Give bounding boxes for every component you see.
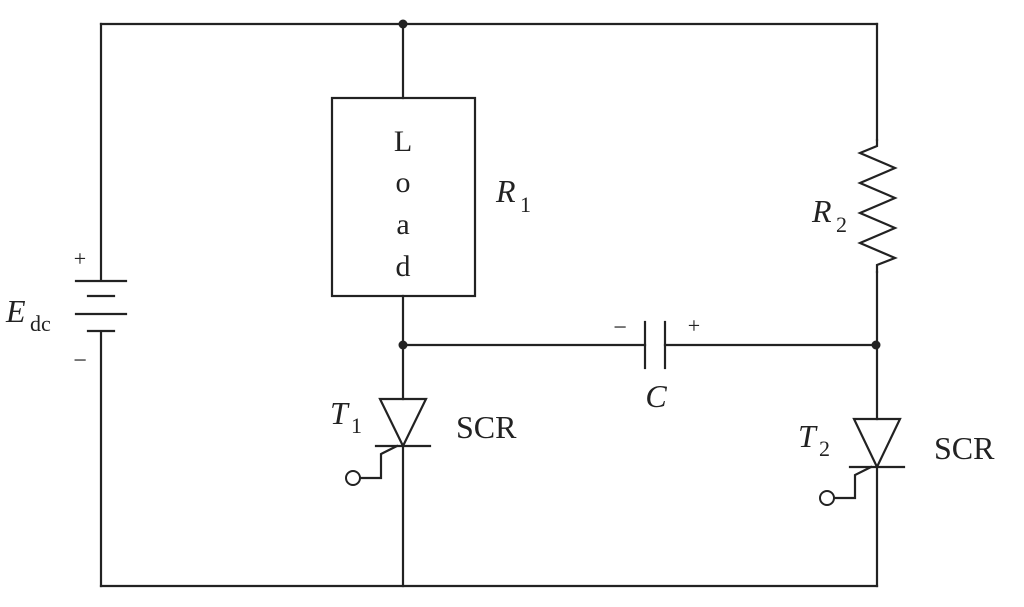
scr2-label-sub: 2: [819, 436, 830, 461]
battery-label-main: E: [5, 293, 26, 329]
load-resistor: L o a d R 1: [330, 96, 531, 298]
resistor-r2: R 2: [811, 138, 898, 274]
scr1-gate-terminal: [345, 470, 361, 486]
battery-label-sub: dc: [30, 311, 51, 336]
r2-label-main: R: [811, 193, 832, 229]
scr1-label-main: T: [330, 395, 350, 431]
load-resistance-label-sub: 1: [520, 192, 531, 217]
load-letter-4: d: [396, 250, 411, 283]
battery-plus-sign: +: [74, 246, 86, 271]
scr2-gate-lead: [833, 465, 873, 500]
battery: + − E dc: [5, 246, 128, 374]
scr2-triangle: [852, 417, 902, 470]
load-letter-2: o: [396, 166, 411, 199]
load-letter-3: a: [396, 208, 409, 241]
battery-minus-sign: −: [73, 348, 87, 374]
scr1-type-label: SCR: [456, 409, 517, 445]
junction-left-mid: [398, 340, 408, 350]
scr2-type-label: SCR: [934, 430, 995, 466]
capacitor-plus-sign: +: [688, 313, 700, 338]
load-letter-1: L: [394, 125, 412, 158]
load-box: [330, 96, 477, 298]
resistor-zigzag: [857, 138, 898, 274]
junction-right-mid: [871, 340, 881, 350]
r2-label-sub: 2: [836, 212, 847, 237]
scr2-gate-terminal: [819, 490, 835, 506]
scr1-gate-lead: [359, 444, 399, 480]
scr2-label-main: T: [798, 418, 818, 454]
scr-t2: T 2 SCR: [798, 417, 995, 506]
load-resistance-label-main: R: [495, 173, 516, 209]
capacitor-label: C: [645, 378, 667, 414]
wires: [99, 22, 879, 588]
junction-top: [398, 19, 408, 29]
scr1-triangle: [378, 397, 428, 449]
capacitor: − + C: [613, 313, 700, 414]
capacitor-minus-sign: −: [613, 315, 627, 341]
scr1-label-sub: 1: [351, 413, 362, 438]
scr-t1: T 1 SCR: [330, 395, 517, 486]
